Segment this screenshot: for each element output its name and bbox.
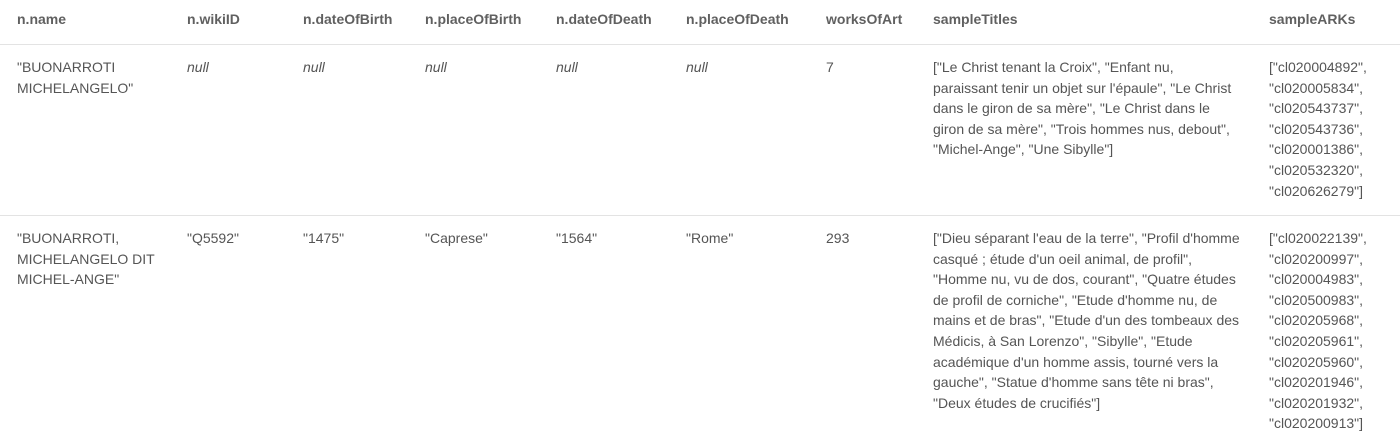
cell-sample-titles: ["Le Christ tenant la Croix", "Enfant nu… (933, 59, 1232, 158)
table-row: "BUONARROTI, MICHELANGELO DIT MICHEL-ANG… (0, 216, 1400, 447)
cell-sample-arks: ["cl020004892", "cl020005834", "cl020543… (1269, 59, 1367, 199)
cell-works-of-art: 7 (826, 59, 834, 75)
cell-place-of-death: null (686, 59, 708, 75)
cell-sample-titles: ["Dieu séparant l'eau de la terre", "Pro… (933, 230, 1240, 411)
column-header-sample-arks[interactable]: sampleARKs (1269, 11, 1356, 27)
column-header-wikiid[interactable]: n.wikiID (187, 11, 240, 27)
table-row: "BUONARROTI MICHELANGELO" null null null… (0, 45, 1400, 216)
cell-place-of-death: "Rome" (686, 230, 734, 246)
cell-name: "BUONARROTI MICHELANGELO" (17, 59, 134, 96)
cell-name: "BUONARROTI, MICHELANGELO DIT MICHEL-ANG… (17, 230, 155, 288)
column-header-place-of-birth[interactable]: n.placeOfBirth (425, 11, 522, 27)
cell-date-of-birth: null (303, 59, 325, 75)
column-header-works-of-art[interactable]: worksOfArt (826, 11, 903, 27)
column-header-sample-titles[interactable]: sampleTitles (933, 11, 1018, 27)
table-header-row: n.name n.wikiID n.dateOfBirth n.placeOfB… (0, 0, 1400, 45)
cell-wikiid: "Q5592" (187, 230, 239, 246)
column-header-date-of-death[interactable]: n.dateOfDeath (556, 11, 652, 27)
column-header-name[interactable]: n.name (17, 11, 67, 27)
cell-date-of-birth: "1475" (303, 230, 345, 246)
cell-sample-arks: ["cl020022139", "cl020200997", "cl020004… (1269, 230, 1367, 432)
cell-wikiid: null (187, 59, 209, 75)
cell-place-of-birth: "Caprese" (425, 230, 488, 246)
column-header-place-of-death[interactable]: n.placeOfDeath (686, 11, 789, 27)
cell-works-of-art: 293 (826, 230, 850, 246)
column-header-date-of-birth[interactable]: n.dateOfBirth (303, 11, 393, 27)
cell-date-of-death: null (556, 59, 578, 75)
cell-place-of-birth: null (425, 59, 447, 75)
cell-date-of-death: "1564" (556, 230, 598, 246)
